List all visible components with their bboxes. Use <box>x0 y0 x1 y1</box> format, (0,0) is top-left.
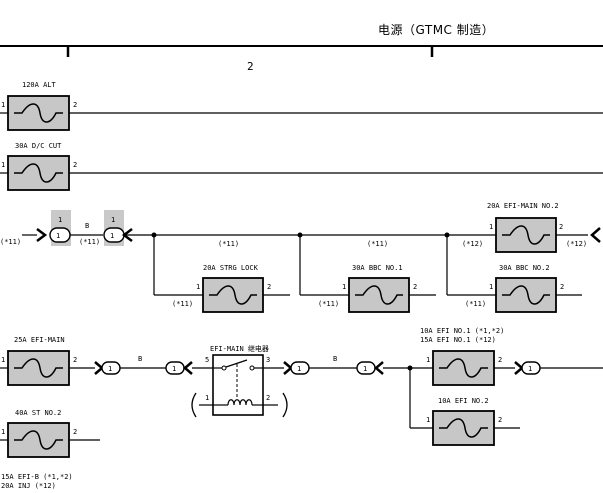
fuse-label-120a-alt: 120A ALT <box>22 81 57 89</box>
note-11: (*11) <box>79 238 100 246</box>
fuse-pin-2: 2 <box>73 428 77 436</box>
fuse-pin-1: 1 <box>489 283 493 291</box>
fuse-pin-1: 1 <box>426 416 430 424</box>
fuse-pin-1: 1 <box>1 428 5 436</box>
fuse-pin-1: 1 <box>196 283 200 291</box>
fuse-label-efi-no1-line1: 10A EFI NO.1 (*1,*2) <box>420 327 504 335</box>
note-11: (*11) <box>367 240 388 248</box>
connector-plug-label: 1 <box>172 365 176 373</box>
wire-efi-main-to-relay: 1 B 1 <box>94 355 213 375</box>
fuse-label-40a-st-no2: 40A ST NO.2 <box>15 409 61 417</box>
fuse-10a-efi-no2: 10A EFI NO.2 1 2 <box>409 368 520 446</box>
diagram-title: 电源（GTMC 制造） <box>378 23 494 37</box>
fuse-efi-no1: 10A EFI NO.1 (*1,*2) 15A EFI NO.1 (*12) … <box>420 327 603 386</box>
fuse-label-efi-b-line2: 20A INJ (*12) <box>1 482 56 490</box>
fuse-label-20a-efi-main-no2: 20A EFI-MAIN NO.2 <box>487 202 559 210</box>
relay-pin-5: 5 <box>205 356 209 364</box>
note-12: (*12) <box>566 240 587 248</box>
fuse-label-30a-dc-cut: 30A D/C CUT <box>15 142 62 150</box>
fuse-pin-1: 1 <box>1 161 5 169</box>
fuse-pin-1: 1 <box>1 356 5 364</box>
fuse-30a-bbc-no2: 30A BBC NO.2 1 2 (*11) <box>446 235 582 313</box>
fuse-120a-alt: 120A ALT 1 2 <box>0 81 603 131</box>
relay-pin-1: 1 <box>205 394 209 402</box>
note-11: (*11) <box>318 300 339 308</box>
fuse-30a-dc-cut: 30A D/C CUT 1 2 <box>0 142 603 191</box>
fuse-20a-efi-main-no2: 20A EFI-MAIN NO.2 1 2 (*12) <box>487 202 601 253</box>
fuse-pin-2: 2 <box>559 223 563 231</box>
fuse-pin-2: 2 <box>73 356 77 364</box>
fuse-40a-st-no2: 40A ST NO.2 1 2 <box>0 409 100 458</box>
connector-plug-label: 1 <box>363 365 367 373</box>
note-11: (*11) <box>465 300 486 308</box>
connector-plug-label: 1 <box>297 365 301 373</box>
fuse-30a-bbc-no1: 30A BBC NO.1 1 2 (*11) <box>299 235 436 313</box>
wire-relay-to-efi-no1: 1 B 1 <box>263 355 433 375</box>
fuse-label-efi-b-line1: 15A EFI-B (*1,*2) <box>1 473 73 481</box>
relay-pin-3: 3 <box>266 356 270 364</box>
connector-plug-label: 1 <box>56 232 60 240</box>
connector-plug-label: 1 <box>528 365 532 373</box>
fuse-pin-1: 1 <box>342 283 346 291</box>
fuse-pin-2: 2 <box>73 101 77 109</box>
relay-efi-main: EFI-MAIN 继电器 5 3 1 2 <box>191 344 288 418</box>
connector-plug-label: 1 <box>110 232 114 240</box>
fuse-pin-1: 1 <box>489 223 493 231</box>
fuse-pin-1: 1 <box>1 101 5 109</box>
fuse-label-efi-no1-line2: 15A EFI NO.1 (*12) <box>420 336 496 344</box>
relay-pin-2: 2 <box>266 394 270 402</box>
fuse-pin-2: 2 <box>498 416 502 424</box>
connector-pin: 1 <box>58 216 62 224</box>
wire-color-b: B <box>138 355 142 363</box>
note-12: (*12) <box>462 240 483 248</box>
bus-row-main: (*11) 1 1 B (*11) 1 1 (*11) (*11) (*12) <box>0 210 496 248</box>
connector-arrow <box>36 228 48 242</box>
fuse-pin-2: 2 <box>267 283 271 291</box>
relay-label: EFI-MAIN 继电器 <box>210 344 269 353</box>
fuse-pin-1: 1 <box>426 356 430 364</box>
fuse-label-30a-bbc-no2: 30A BBC NO.2 <box>499 264 550 272</box>
fuse-pin-2: 2 <box>413 283 417 291</box>
fuse-label-10a-efi-no2: 10A EFI NO.2 <box>438 397 489 405</box>
wire-color-b: B <box>333 355 337 363</box>
fuse-label-25a-efi-main: 25A EFI-MAIN <box>14 336 65 344</box>
wire-color-b: B <box>85 222 89 230</box>
connector-pin: 1 <box>111 216 115 224</box>
fuse-20a-strg-lock: 20A STRG LOCK 1 2 (*11) <box>153 235 290 313</box>
fuse-pin-2: 2 <box>560 283 564 291</box>
fuse-25a-efi-main: 25A EFI-MAIN 1 2 <box>0 336 95 386</box>
note-11: (*11) <box>0 238 21 246</box>
note-11: (*11) <box>172 300 193 308</box>
fuse-pin-2: 2 <box>498 356 502 364</box>
fuse-label-30a-bbc-no1: 30A BBC NO.1 <box>352 264 403 272</box>
fuse-label-20a-strg-lock: 20A STRG LOCK <box>203 264 259 272</box>
page-number: 2 <box>247 60 254 73</box>
fuse-pin-2: 2 <box>73 161 77 169</box>
connector-plug-label: 1 <box>108 365 112 373</box>
note-11: (*11) <box>218 240 239 248</box>
